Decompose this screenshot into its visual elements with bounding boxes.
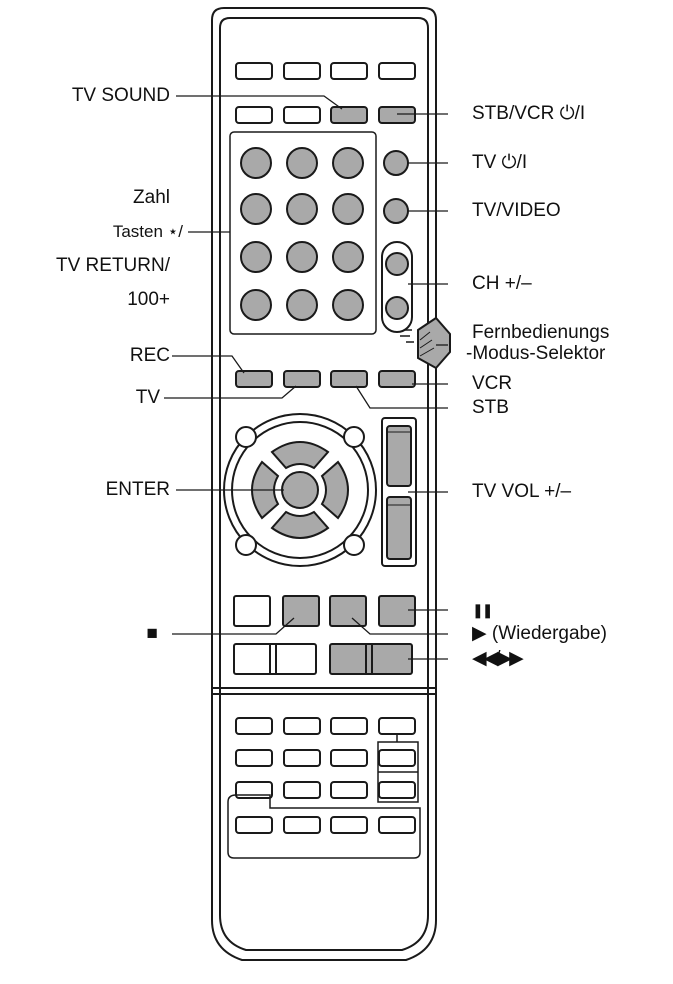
ch-plus-button[interactable] — [385, 252, 409, 276]
label-modus-selektor: -Modus-Selektor — [466, 343, 606, 364]
number-button-4[interactable] — [240, 193, 272, 225]
number-button-6[interactable] — [332, 193, 364, 225]
dpad-corner-bottom-right[interactable] — [343, 534, 365, 556]
lower-button-r3c4[interactable] — [378, 781, 416, 799]
lower-button-r2c3[interactable] — [330, 749, 368, 767]
number-button-3[interactable] — [332, 147, 364, 179]
leader-tv-mode — [164, 385, 297, 399]
number-button-8[interactable] — [286, 241, 318, 273]
lower-button-r2c4[interactable] — [378, 749, 416, 767]
leader-stop — [172, 617, 295, 635]
leader-stb — [355, 385, 448, 409]
number-pad-panel — [229, 131, 377, 335]
label-tv-return: TV RETURN/ — [56, 255, 170, 276]
second-row-button-2[interactable] — [283, 106, 321, 124]
mode-selector-switch[interactable] — [400, 316, 451, 370]
dpad-corner-bottom-left[interactable] — [235, 534, 257, 556]
lower-button-r4c1[interactable] — [235, 816, 273, 834]
dpad-corner-top-left[interactable] — [235, 426, 257, 448]
lower-button-r4c3[interactable] — [330, 816, 368, 834]
tv-sound-button[interactable] — [330, 106, 368, 124]
label-stb: STB — [472, 397, 509, 418]
label-play: ▶ (Wiedergabe) — [472, 623, 607, 644]
tv-vol-minus-button[interactable] — [386, 496, 412, 560]
play-button[interactable] — [329, 595, 367, 627]
number-button-0[interactable] — [286, 289, 318, 321]
stb-mode-button[interactable] — [330, 370, 368, 388]
label-tv-mode: TV — [135, 387, 160, 408]
number-button-return[interactable] — [332, 289, 364, 321]
lower-bracket-bottom — [227, 794, 421, 859]
number-button-tasten[interactable] — [240, 289, 272, 321]
dpad-down[interactable] — [270, 510, 330, 539]
label-zahl: Zahl — [133, 187, 170, 208]
second-row-button-1[interactable] — [235, 106, 273, 124]
lower-button-r2c1[interactable] — [235, 749, 273, 767]
label-enter: ENTER — [105, 479, 170, 500]
top-row-button-2[interactable] — [283, 62, 321, 80]
leader-rec — [172, 355, 245, 374]
vcr-mode-button[interactable] — [378, 370, 416, 388]
number-button-7[interactable] — [240, 241, 272, 273]
label-rew-ff: ◀◀/▶▶ — [472, 648, 524, 669]
leader-tv-sound — [176, 95, 343, 110]
leader-play — [351, 617, 448, 635]
lower-button-r1c3[interactable] — [330, 717, 368, 735]
label-tv-power: TV ⏻/I — [472, 152, 528, 173]
dpad-right[interactable] — [320, 460, 349, 520]
dpad-up[interactable] — [270, 441, 330, 470]
label-hundred-plus: 100+ — [127, 289, 170, 310]
lower-button-r1c2[interactable] — [283, 717, 321, 735]
lower-bracket-right — [377, 734, 419, 803]
rec-button[interactable] — [235, 370, 273, 388]
label-stb-vcr-power: STB/VCR ⏻/I — [472, 103, 586, 124]
dpad-corner-top-right[interactable] — [343, 426, 365, 448]
top-row-button-3[interactable] — [330, 62, 368, 80]
lower-button-r4c4[interactable] — [378, 816, 416, 834]
top-row-button-1[interactable] — [235, 62, 273, 80]
stop-button[interactable] — [282, 595, 320, 627]
label-tv-video: TV/VIDEO — [472, 200, 561, 221]
enter-button[interactable] — [281, 471, 319, 509]
number-button-5[interactable] — [286, 193, 318, 225]
lower-button-r2c2[interactable] — [283, 749, 321, 767]
label-vcr: VCR — [472, 373, 513, 394]
label-rec: REC — [129, 345, 170, 366]
pause-button[interactable] — [378, 595, 416, 627]
label-tv-vol: TV VOL +/– — [472, 481, 572, 502]
label-tasten: Tasten ⋆/ — [112, 222, 183, 241]
lower-button-r1c1[interactable] — [235, 717, 273, 735]
lower-button-r3c1[interactable] — [235, 781, 273, 799]
ch-minus-button[interactable] — [385, 296, 409, 320]
label-pause: ❚❚ — [472, 602, 494, 618]
top-row-button-4[interactable] — [378, 62, 416, 80]
tv-mode-button[interactable] — [283, 370, 321, 388]
number-button-1[interactable] — [240, 147, 272, 179]
tv-power-button[interactable] — [383, 150, 409, 176]
tv-video-button[interactable] — [383, 198, 409, 224]
stb-vcr-power-button[interactable] — [378, 106, 416, 124]
dpad — [223, 413, 377, 567]
lower-button-r3c3[interactable] — [330, 781, 368, 799]
number-button-2[interactable] — [286, 147, 318, 179]
label-fernbedienungs: Fernbedienungs — [472, 322, 610, 343]
number-button-9[interactable] — [332, 241, 364, 273]
tv-vol-plus-button[interactable] — [386, 425, 412, 487]
lower-button-r1c4[interactable] — [378, 717, 416, 735]
transport-blank-button[interactable] — [233, 595, 271, 627]
label-ch: CH +/– — [472, 273, 532, 294]
lower-button-r3c2[interactable] — [283, 781, 321, 799]
lower-button-r4c2[interactable] — [283, 816, 321, 834]
remote-body-inner — [219, 17, 429, 951]
label-stop: ■ — [146, 623, 158, 644]
label-tv-sound: TV SOUND — [71, 85, 170, 106]
